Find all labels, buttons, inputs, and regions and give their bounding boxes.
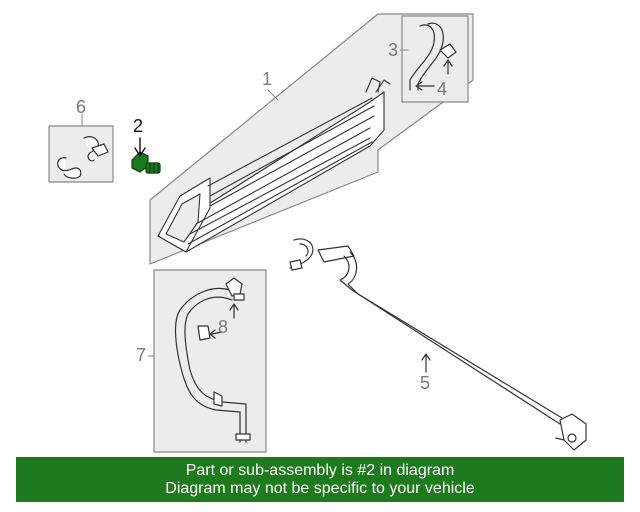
callout-8-arrow — [211, 331, 223, 335]
callout-8: 8 — [218, 317, 229, 337]
info-banner: Part or sub-assembly is #2 in diagram Di… — [16, 457, 624, 502]
callout-6: 6 — [76, 97, 87, 117]
banner-line-2: Diagram may not be specific to your vehi… — [165, 479, 475, 497]
oil-cooler — [157, 77, 391, 253]
oil-tube-part-7 — [174, 277, 251, 443]
callout-4: 4 — [437, 79, 448, 99]
banner-line-1: Part or sub-assembly is #2 in diagram — [185, 461, 455, 479]
cooler-tube-assembly — [289, 238, 587, 451]
oil-cooler-hose — [409, 22, 457, 91]
callout-7: 7 — [136, 345, 147, 365]
retaining-clips — [57, 136, 109, 179]
callout-1: 1 — [262, 69, 273, 89]
callout-2: 2 — [133, 116, 144, 136]
callout-3: 3 — [388, 40, 399, 60]
bolt-part-2 — [131, 151, 161, 174]
callout-5: 5 — [420, 373, 431, 393]
tube-panel — [153, 269, 267, 453]
